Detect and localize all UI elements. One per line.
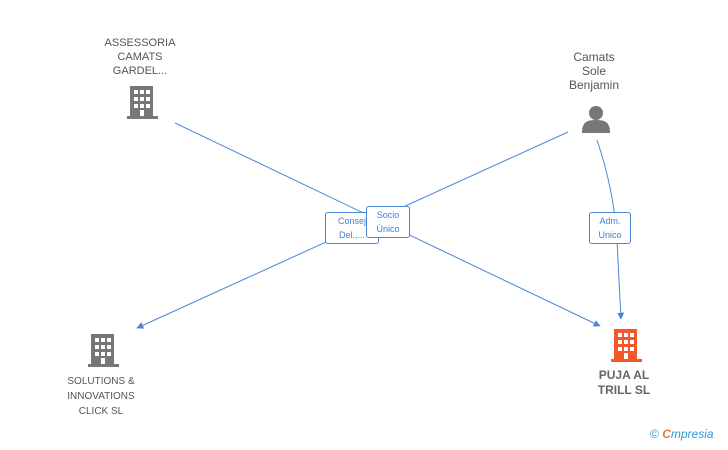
building-icon[interactable] — [88, 334, 119, 367]
brand-initial: C — [662, 427, 671, 441]
edge-label-socio[interactable]: Socio Único — [366, 206, 410, 238]
node-label-camats[interactable]: Camats Sole Benjamin — [568, 50, 620, 92]
edge-label-adm[interactable]: Adm. Unico — [589, 212, 631, 244]
brand-name: mpresia — [670, 427, 714, 441]
building-icon[interactable] — [611, 329, 642, 362]
empresia-watermark: © Cmpresia — [650, 427, 714, 441]
person-icon[interactable] — [582, 106, 610, 133]
node-label-solutions[interactable]: SOLUTIONS & INNOVATIONS CLICK SL — [67, 376, 135, 417]
building-icon[interactable] — [127, 86, 158, 119]
node-label-assessoria[interactable]: ASSESSORIA CAMATS GARDEL... — [104, 37, 176, 77]
copyright-symbol: © — [650, 427, 659, 441]
node-label-puja[interactable]: PUJA AL TRILL SL — [597, 368, 651, 397]
